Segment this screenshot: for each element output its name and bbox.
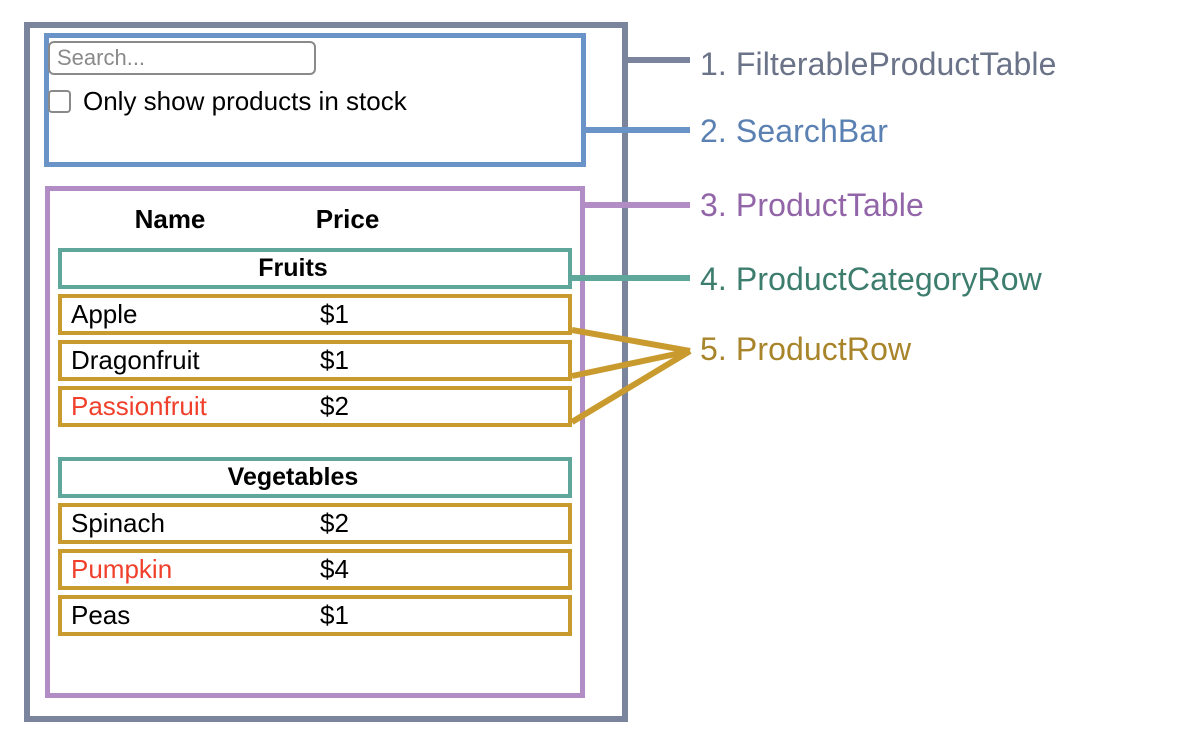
- product-name: Spinach: [71, 508, 165, 538]
- legend-item-product-row: 5. ProductRow: [700, 331, 911, 368]
- legend-label: ProductCategoryRow: [735, 261, 1042, 297]
- legend-item-search-bar: 2. SearchBar: [700, 113, 888, 150]
- legend-item-product-category-row: 4. ProductCategoryRow: [700, 261, 1042, 298]
- product-name: Passionfruit: [71, 391, 207, 421]
- category-label: Vegetables: [227, 463, 359, 491]
- only-in-stock-label: Only show products in stock: [83, 86, 407, 116]
- product-price: $2: [320, 508, 349, 538]
- product-price: $2: [320, 391, 349, 421]
- product-row: Spinach $2: [58, 503, 572, 544]
- category-label: Fruits: [258, 254, 328, 282]
- product-name: Apple: [71, 299, 138, 329]
- product-category-row: Vegetables: [58, 457, 572, 498]
- product-table-header: Name Price: [58, 196, 572, 242]
- legend-number: 4.: [700, 261, 727, 297]
- legend-label: SearchBar: [735, 113, 888, 149]
- product-row: Passionfruit $2: [58, 386, 572, 427]
- product-category-row: Fruits: [58, 248, 572, 289]
- product-name: Pumpkin: [71, 554, 173, 584]
- product-table-body: Fruits Apple $1 Dragonfruit $1 Passionfr…: [58, 248, 572, 641]
- legend-number: 1.: [700, 46, 727, 82]
- legend-number: 3.: [700, 187, 727, 223]
- column-header-price: Price: [315, 203, 380, 234]
- legend-label: ProductTable: [735, 187, 924, 223]
- column-header-name: Name: [134, 203, 206, 234]
- search-input[interactable]: [48, 41, 316, 75]
- product-price: $1: [320, 345, 349, 375]
- product-price: $1: [320, 600, 349, 630]
- product-row: Peas $1: [58, 595, 572, 636]
- product-name: Peas: [71, 600, 131, 630]
- legend-number: 5.: [700, 331, 727, 367]
- legend-label: ProductRow: [735, 331, 912, 367]
- product-row: Apple $1: [58, 294, 572, 335]
- legend-item-product-table: 3. ProductTable: [700, 187, 924, 224]
- product-price: $1: [320, 299, 349, 329]
- product-price: $4: [320, 554, 349, 584]
- product-row: Pumpkin $4: [58, 549, 572, 590]
- legend-item-filterable-product-table: 1. FilterableProductTable: [700, 46, 1056, 83]
- legend-number: 2.: [700, 113, 727, 149]
- legend-label: FilterableProductTable: [735, 46, 1057, 82]
- product-name: Dragonfruit: [71, 345, 200, 375]
- in-stock-filter-row[interactable]: Only show products in stock: [48, 84, 407, 118]
- product-row: Dragonfruit $1: [58, 340, 572, 381]
- only-in-stock-checkbox[interactable]: [48, 89, 71, 113]
